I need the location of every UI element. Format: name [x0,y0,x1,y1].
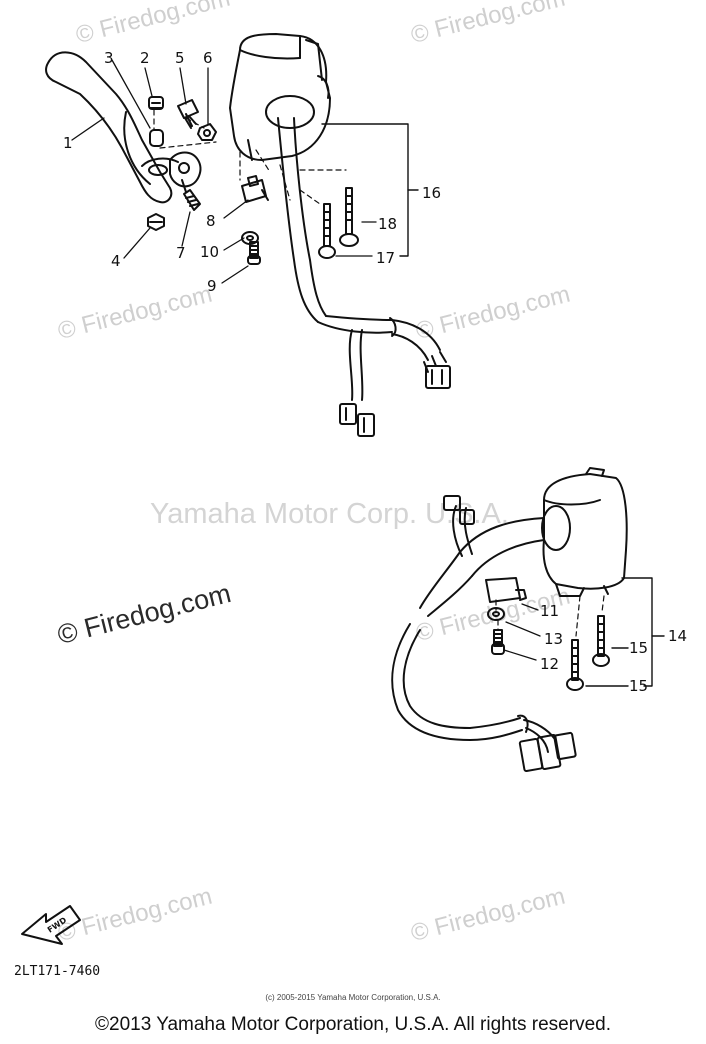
screw-part [177,99,199,129]
diagram-id: 2LT171-7460 [14,964,101,979]
lever-part [45,51,179,204]
part-number-labels: 1 2 3 4 5 6 7 8 9 10 11 12 13 14 15 15 1… [63,49,687,695]
part-label: 4 [111,252,121,270]
right-switch-housing [541,467,628,597]
part-label: 8 [206,212,216,230]
part-label: 11 [540,602,559,620]
part-label: 15 [629,639,648,657]
housing-screw [339,187,359,247]
callout-lines [503,603,541,661]
switch-cable [277,117,451,437]
nut-part [197,123,217,141]
switch-cable [391,495,577,773]
part-label: 7 [176,244,186,262]
fwd-label: FWD [46,915,69,934]
housing-screw [566,639,584,691]
part-label: 16 [422,184,441,202]
forward-arrow-icon: FWD [21,905,81,945]
part-label: 6 [203,49,213,67]
lever-bracket [169,151,202,193]
part-label: 3 [104,49,114,67]
left-switch-housing [229,33,331,161]
screw-part [247,241,261,265]
collar-part [149,129,164,147]
switch-part [241,175,269,203]
washer-part [487,607,505,621]
part-label: 17 [376,249,395,267]
nut-part [147,213,165,231]
screw-part [491,629,505,655]
switch-part [485,577,527,603]
part-label: 18 [378,215,397,233]
callout-bracket [585,577,665,687]
part-label: 15 [629,677,648,695]
part-label: 10 [200,243,219,261]
housing-screw [318,203,336,259]
part-label: 14 [668,627,687,645]
callout-lines [71,59,377,284]
part-label: 5 [175,49,185,67]
callout-bracket [321,123,419,257]
bolt-part [148,96,164,110]
housing-screw [592,615,610,667]
small-copyright: (c) 2005-2015 Yamaha Motor Corporation, … [265,993,441,1002]
part-label: 2 [140,49,150,67]
part-label: 13 [544,630,563,648]
copyright-footer: ©2013 Yamaha Motor Corporation, U.S.A. A… [95,1014,611,1035]
part-label: 1 [63,134,73,152]
part-label: 9 [207,277,217,295]
screw-part [183,189,201,211]
watermark-center: Yamaha Motor Corp. U.S.A. [150,498,509,530]
part-label: 12 [540,655,559,673]
assembly-lines [495,595,605,637]
